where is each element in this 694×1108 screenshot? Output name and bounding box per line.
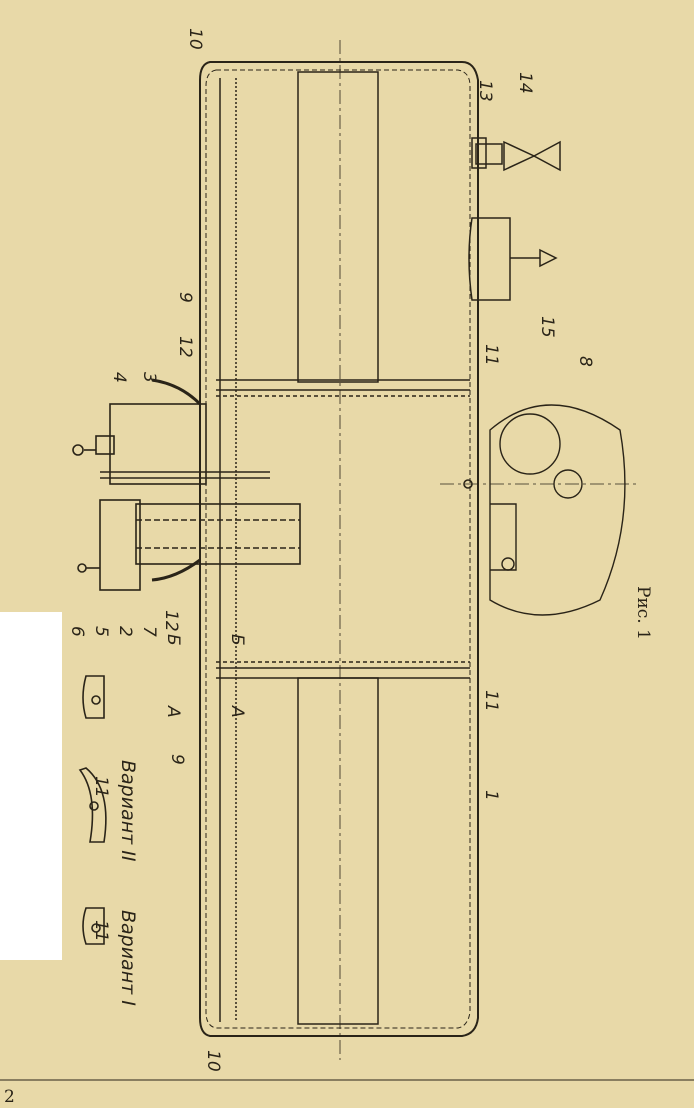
callout-3: 3: [139, 372, 159, 383]
callout-13: 13: [475, 80, 495, 102]
valves: [468, 137, 561, 301]
page-number: 2: [4, 1087, 15, 1107]
section-b-bottom: Б: [227, 634, 247, 646]
filler-neck: [72, 378, 473, 591]
callout-11-variant1: 11: [91, 920, 111, 942]
callout-5: 5: [91, 626, 111, 637]
white-patch: [0, 612, 62, 960]
clamp-variants: [78, 675, 107, 945]
callout-15: 15: [537, 316, 557, 338]
callout-11-variant2: 11: [91, 776, 111, 798]
callout-labels: 10 13 14 9 12 4 3 11 15 8 6 5 2 7 12 Б Б…: [67, 28, 595, 1072]
callout-4: 4: [109, 372, 129, 383]
callout-11-bottom: 11: [481, 690, 501, 712]
callout-12-top: 12: [175, 336, 195, 358]
internal-partitions: [216, 40, 470, 1060]
callout-2: 2: [115, 626, 135, 637]
tank-body: [199, 61, 479, 1037]
callout-9-top: 9: [175, 292, 195, 303]
section-view: [440, 404, 640, 616]
callout-7: 7: [139, 626, 159, 637]
section-a-top: А: [163, 705, 183, 718]
callout-9-bottom: 9: [167, 754, 187, 765]
callout-10-bottom: 10: [203, 1050, 223, 1072]
variant-2-label: Вариант II: [117, 760, 139, 862]
callout-6: 6: [67, 626, 87, 637]
callout-8: 8: [575, 356, 595, 367]
section-b-top: Б: [163, 634, 183, 646]
callout-11-right: 11: [481, 344, 501, 366]
callout-10-top: 10: [185, 28, 205, 50]
callout-14: 14: [515, 72, 535, 94]
figure-caption: Рис. 1: [633, 586, 653, 640]
callout-1: 1: [481, 790, 501, 801]
variant-1-label: Вариант I: [117, 910, 139, 1006]
callout-12-bottom: 12: [161, 610, 181, 632]
section-a-bottom: А: [227, 705, 247, 718]
